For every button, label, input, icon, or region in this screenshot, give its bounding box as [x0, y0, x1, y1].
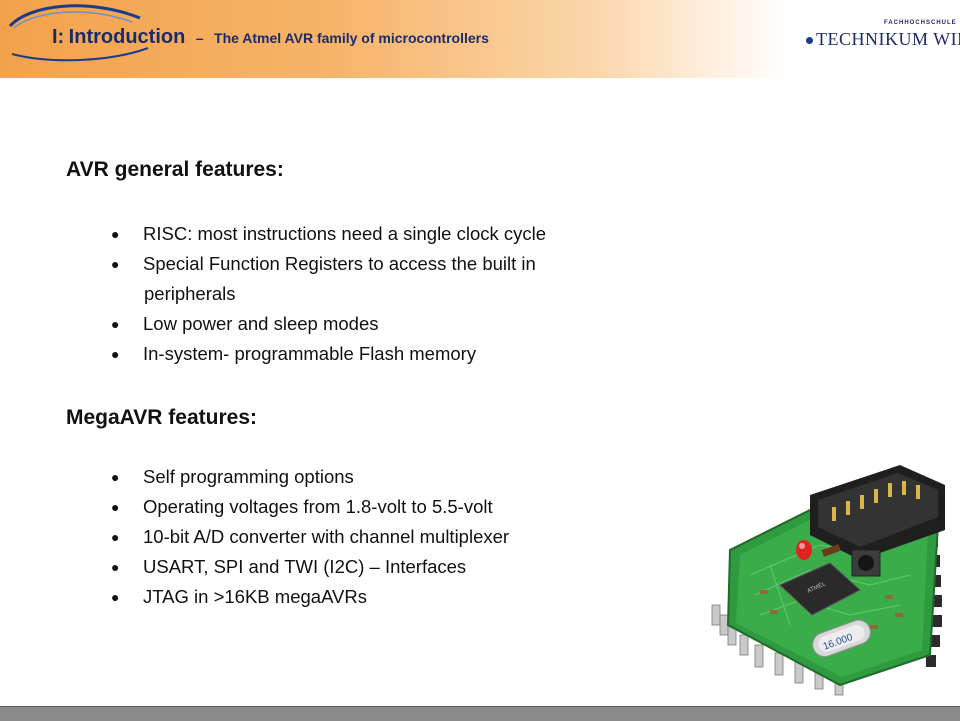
title-text: Introduction — [68, 26, 186, 48]
bullet-text: Self programming options — [143, 466, 354, 487]
subtitle-text: The Atmel AVR family of microcontrollers — [214, 30, 489, 46]
footer-bar — [0, 706, 960, 721]
slide-title: I: Introduction – The Atmel AVR family o… — [52, 26, 489, 49]
bullet-text: Special Function Registers to access the… — [143, 253, 536, 274]
bullet-text: 10-bit A/D converter with channel multip… — [143, 526, 510, 547]
logo-school-type: FACHHOCHSCHULE — [884, 20, 957, 26]
list-item: ● Operating voltages from 1.8-volt to 5.… — [111, 492, 509, 522]
bullet-icon: ● — [111, 469, 120, 485]
bullet-text: RISC: most instructions need a single cl… — [143, 223, 547, 244]
bullet-icon: ● — [111, 316, 120, 332]
title-separator: – — [195, 30, 204, 46]
bullet-continuation-text: peripherals — [144, 283, 236, 304]
list-item: ● Special Function Registers to access t… — [111, 249, 546, 309]
bullet-text: Low power and sleep modes — [143, 313, 379, 334]
list-item: ● Low power and sleep modes — [111, 309, 546, 339]
logo-name: TECHNIKUM WIEN — [816, 29, 960, 49]
list-item: ● Self programming options — [111, 462, 509, 492]
bullet-icon: ● — [111, 226, 120, 242]
list-item: ● JTAG in >16KB megaAVRs — [111, 582, 509, 612]
slide-header: I: Introduction – The Atmel AVR family o… — [0, 0, 960, 78]
bullet-text: In-system- programmable Flash memory — [143, 343, 477, 364]
list-item: ● In-system- programmable Flash memory — [111, 339, 546, 369]
section-heading-avr-general: AVR general features: — [66, 158, 284, 181]
bullet-icon: ● — [111, 529, 120, 545]
list-item: ● USART, SPI and TWI (I2C) – Interfaces — [111, 552, 509, 582]
logo-swoosh-icon — [8, 4, 149, 62]
bullet-icon: ● — [111, 346, 120, 362]
list-item: ● RISC: most instructions need a single … — [111, 219, 546, 249]
section-heading-megaavr: MegaAVR features: — [66, 406, 257, 429]
list-item: ● 10-bit A/D converter with channel mult… — [111, 522, 509, 552]
bullet-icon: ● — [111, 559, 120, 575]
megaavr-feature-list: ● Self programming options ● Operating v… — [111, 462, 509, 612]
bullet-icon: ● — [111, 256, 120, 272]
bullet-icon: ● — [111, 499, 120, 515]
section-number: I: — [52, 26, 65, 48]
bullet-text: JTAG in >16KB megaAVRs — [143, 586, 367, 607]
logo-dot-icon — [806, 37, 813, 44]
avr-board-photo-icon: ATMEL 16.000 — [711, 465, 945, 696]
bullet-icon: ● — [111, 589, 120, 605]
avr-general-feature-list: ● RISC: most instructions need a single … — [111, 219, 546, 369]
bullet-text: USART, SPI and TWI (I2C) – Interfaces — [143, 556, 467, 577]
bullet-text: Operating voltages from 1.8-volt to 5.5-… — [143, 496, 493, 517]
